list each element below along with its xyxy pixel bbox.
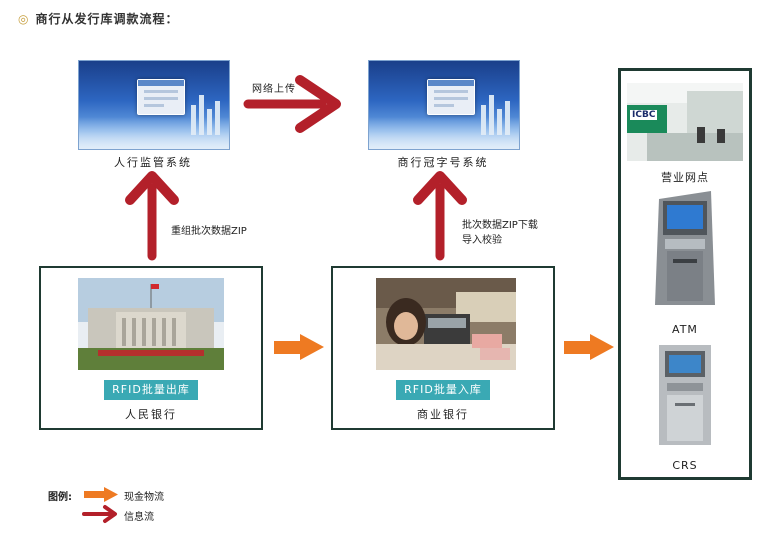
legend-info-label: 信息流: [124, 512, 154, 523]
central-bank-box: RFID批量出库 人民银行: [39, 266, 263, 430]
central-bank-building-photo: [78, 278, 224, 370]
pboc-system-screenshot: [78, 60, 230, 150]
outlet-label-crs: CRS: [672, 459, 698, 472]
bank-system-label: 商行冠字号系统: [397, 156, 489, 169]
central-bank-label: 人民银行: [125, 408, 177, 421]
circle-bullet-icon: ◎: [18, 12, 30, 26]
commercial-bank-counting-photo: [376, 278, 516, 370]
info-arrow-left-up: [125, 171, 179, 261]
network-upload-label: 网络上传: [252, 84, 296, 95]
pboc-system-label: 人行监管系统: [114, 156, 192, 169]
legend-cash-arrow: [84, 487, 118, 502]
outlet-label-branch: 营业网点: [661, 171, 709, 184]
info-arrow-network-upload: [243, 75, 341, 133]
commercial-rfid-badge: RFID批量入库: [396, 380, 490, 400]
commercial-bank-label: 商业银行: [417, 408, 469, 421]
legend-cash-label: 现金物流: [124, 492, 164, 503]
branch-bank-sign: ICBC: [630, 110, 658, 120]
cash-arrow-commercial-to-outlets: [564, 334, 614, 360]
right-upward-flow-label-line2: 导入校验: [462, 235, 502, 246]
info-arrow-right-up: [413, 171, 467, 261]
atm-machine-image: [653, 189, 717, 307]
outlets-box: ICBC 营业网点 ATM CRS: [618, 68, 752, 480]
legend-title: 图例:: [48, 492, 72, 503]
page-title: ◎商行从发行库调款流程：: [18, 12, 179, 26]
crs-machine-image: [655, 343, 715, 447]
commercial-bank-box: RFID批量入库 商业银行: [331, 266, 555, 430]
central-rfid-badge: RFID批量出库: [104, 380, 198, 400]
right-upward-flow-label-line1: 批次数据ZIP下载: [462, 220, 538, 231]
legend-info-arrow: [82, 505, 117, 523]
cash-arrow-central-to-commercial: [274, 334, 324, 360]
left-upward-flow-label: 重组批次数据ZIP: [171, 226, 247, 237]
bank-system-screenshot: [368, 60, 520, 150]
branch-office-photo: ICBC: [627, 83, 743, 161]
outlet-label-atm: ATM: [672, 323, 698, 336]
